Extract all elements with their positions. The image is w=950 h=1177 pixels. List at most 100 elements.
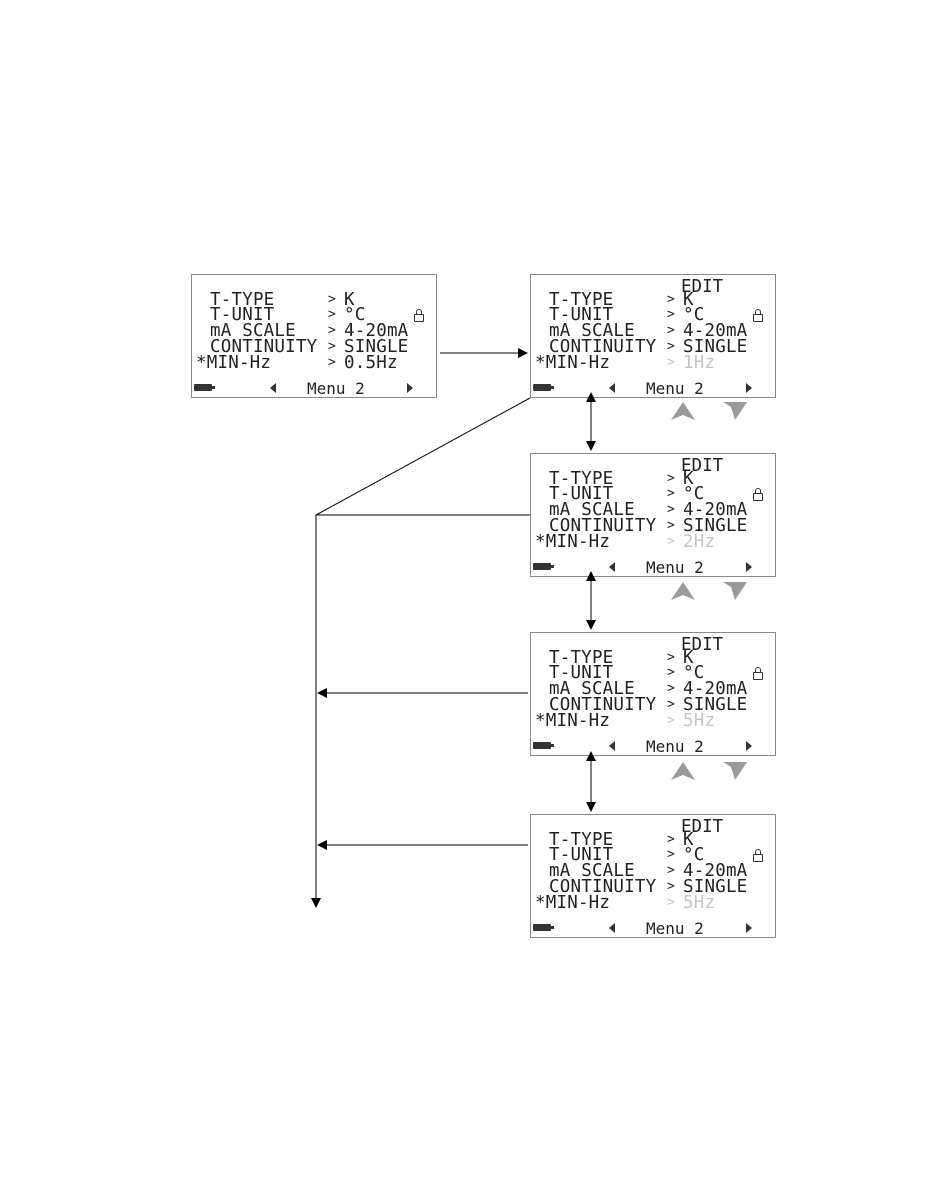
down-key-icon <box>723 582 747 600</box>
value-t-type: K <box>683 648 694 668</box>
label-t-type: T-TYPE <box>549 290 614 310</box>
battery-icon <box>533 563 554 570</box>
label-t-type: T-TYPE <box>549 648 614 668</box>
nav-left-icon <box>609 562 615 572</box>
value-continuity: SINGLE <box>344 337 409 357</box>
value-ma-scale: 4-20mA <box>683 321 748 341</box>
value-t-unit: °C <box>683 305 705 325</box>
edit-label: EDIT <box>681 456 724 476</box>
value-t-type: K <box>683 290 694 310</box>
up-key-icon <box>671 762 695 780</box>
lock-icon <box>753 849 763 862</box>
edit-label: EDIT <box>681 277 724 297</box>
nav-left-icon <box>270 383 276 393</box>
label-continuity: CONTINUITY <box>210 337 318 357</box>
value-ma-scale: 4-20mA <box>344 321 409 341</box>
lock-icon <box>753 667 763 680</box>
down-key-icon <box>723 402 747 420</box>
value-t-type: K <box>683 469 694 489</box>
label-continuity: CONTINUITY <box>549 516 657 536</box>
separator: > <box>667 665 676 680</box>
edit-label: EDIT <box>681 635 724 655</box>
separator: > <box>667 355 676 370</box>
label-t-unit: T-UNIT <box>549 663 614 683</box>
screen-edit-2: EDIT T-TYPE > K T-UNIT > °C mA SCALE > 4… <box>530 453 776 577</box>
battery-icon <box>533 384 554 391</box>
separator: > <box>667 895 676 910</box>
label-min-hz: *MIN-Hz <box>196 353 272 373</box>
separator: > <box>667 650 676 665</box>
menu-label: Menu 2 <box>646 379 704 398</box>
screen-normal: T-TYPE > K T-UNIT > °C mA SCALE > 4-20mA… <box>191 274 437 398</box>
value-continuity: SINGLE <box>683 516 748 536</box>
screen-edit-1: EDIT T-TYPE > K T-UNIT > °C mA SCALE > 4… <box>530 274 776 398</box>
separator: > <box>667 879 676 894</box>
label-ma-scale: mA SCALE <box>549 321 635 341</box>
nav-left-icon <box>609 741 615 751</box>
nav-right-icon <box>746 923 752 933</box>
label-t-unit: T-UNIT <box>549 484 614 504</box>
nav-left-icon <box>609 383 615 393</box>
label-min-hz: *MIN-Hz <box>535 353 611 373</box>
value-continuity: SINGLE <box>683 337 748 357</box>
separator: > <box>667 339 676 354</box>
label-ma-scale: mA SCALE <box>549 500 635 520</box>
separator: > <box>667 863 676 878</box>
value-continuity: SINGLE <box>683 695 748 715</box>
separator: > <box>667 323 676 338</box>
label-ma-scale: mA SCALE <box>549 861 635 881</box>
lock-icon <box>753 488 763 501</box>
value-t-unit: °C <box>344 305 366 325</box>
screen-footer: Menu 2 <box>192 379 436 397</box>
label-t-type: T-TYPE <box>549 830 614 850</box>
value-min-hz-editing: 5Hz <box>683 711 716 731</box>
screen-edit-3: EDIT T-TYPE > K T-UNIT > °C mA SCALE > 4… <box>530 632 776 756</box>
separator: > <box>667 681 676 696</box>
value-min-hz-editing: 2Hz <box>683 532 716 552</box>
screen-footer: Menu 2 <box>531 737 775 755</box>
nav-right-icon <box>746 562 752 572</box>
label-min-hz: *MIN-Hz <box>535 711 611 731</box>
menu-label: Menu 2 <box>646 737 704 756</box>
label-min-hz: *MIN-Hz <box>535 893 611 913</box>
value-min-hz: 0.5Hz <box>344 353 398 373</box>
edit-label: EDIT <box>681 817 724 837</box>
menu-label: Menu 2 <box>307 379 365 398</box>
screen-footer: Menu 2 <box>531 558 775 576</box>
value-t-unit: °C <box>683 484 705 504</box>
battery-icon <box>533 742 554 749</box>
up-key-icon <box>671 582 695 600</box>
up-key-icon <box>671 402 695 420</box>
label-continuity: CONTINUITY <box>549 337 657 357</box>
menu-label: Menu 2 <box>646 558 704 577</box>
lock-icon <box>753 309 763 322</box>
separator: > <box>667 832 676 847</box>
menu-label: Menu 2 <box>646 919 704 938</box>
separator: > <box>328 292 337 307</box>
battery-icon <box>194 384 215 391</box>
separator: > <box>328 307 337 322</box>
value-ma-scale: 4-20mA <box>683 861 748 881</box>
value-t-type: K <box>683 830 694 850</box>
separator: > <box>667 471 676 486</box>
nav-left-icon <box>609 923 615 933</box>
separator: > <box>328 355 337 370</box>
label-ma-scale: mA SCALE <box>210 321 296 341</box>
label-continuity: CONTINUITY <box>549 695 657 715</box>
label-ma-scale: mA SCALE <box>549 679 635 699</box>
separator: > <box>667 518 676 533</box>
label-t-unit: T-UNIT <box>210 305 275 325</box>
value-t-unit: °C <box>683 663 705 683</box>
label-t-type: T-TYPE <box>210 290 275 310</box>
screen-edit-4: EDIT T-TYPE > K T-UNIT > °C mA SCALE > 4… <box>530 814 776 938</box>
label-continuity: CONTINUITY <box>549 877 657 897</box>
separator: > <box>328 323 337 338</box>
value-min-hz-editing: 1Hz <box>683 353 716 373</box>
label-min-hz: *MIN-Hz <box>535 532 611 552</box>
separator: > <box>667 486 676 501</box>
value-ma-scale: 4-20mA <box>683 679 748 699</box>
down-key-icon <box>723 762 747 780</box>
label-t-unit: T-UNIT <box>549 305 614 325</box>
separator: > <box>667 847 676 862</box>
